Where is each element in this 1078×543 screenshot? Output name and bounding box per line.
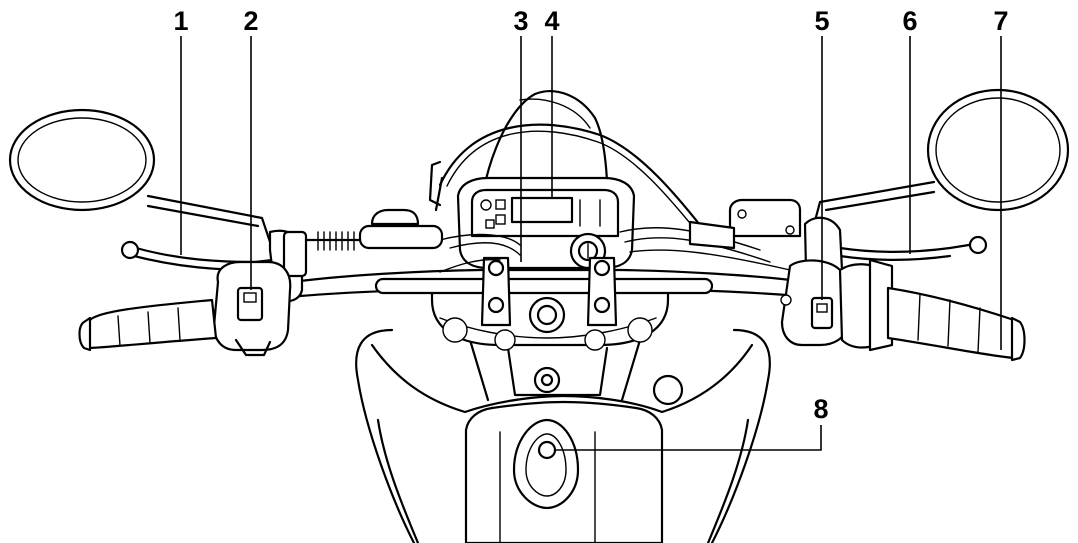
front-brake-reservoir [688, 198, 802, 250]
throttle-housing [838, 258, 894, 352]
left-mirror [8, 108, 272, 244]
leader-lines [180, 36, 1002, 451]
throttle-grip[interactable] [886, 286, 1026, 362]
callout-labels: 1 2 3 4 5 6 7 8 [173, 6, 1008, 424]
right-handlebar-switch[interactable] [780, 259, 848, 347]
meter-assembly [456, 176, 636, 270]
callout-8: 8 [813, 394, 828, 424]
left-handlebar-switch[interactable] [204, 260, 292, 357]
leader-8 [555, 425, 822, 451]
callout-6: 6 [902, 6, 917, 36]
callout-4: 4 [544, 6, 559, 36]
left-grip[interactable] [78, 298, 218, 352]
callout-2: 2 [243, 6, 258, 36]
right-mirror [810, 88, 1070, 234]
callout-7: 7 [993, 6, 1008, 36]
callout-3: 3 [513, 6, 528, 36]
fuel-tank-cap[interactable] [512, 418, 580, 510]
callout-1: 1 [173, 6, 188, 36]
steering-head [468, 338, 684, 406]
handlebar-clamps [480, 256, 618, 327]
cables [428, 123, 791, 273]
left-cable-bellows [298, 208, 444, 251]
callout-5: 5 [814, 6, 829, 36]
